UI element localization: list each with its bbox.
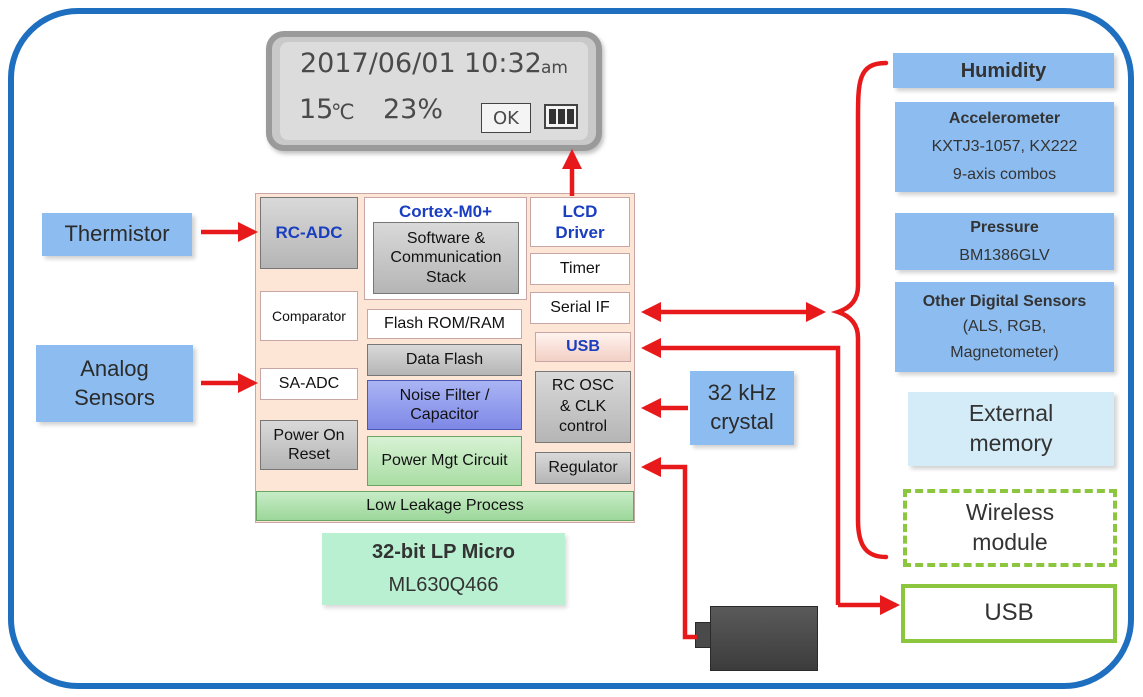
timer-block: Timer [530, 253, 630, 285]
other-sensors-line-2: Magnetometer) [950, 343, 1059, 361]
usb-port-box: USB [901, 584, 1117, 643]
lcd-temp: 15 [299, 94, 334, 125]
noise-filter-block: Noise Filter / Capacitor [367, 380, 522, 430]
flash-rom-ram-block: Flash ROM/RAM [367, 309, 522, 339]
software-stack-label-2: Communication [390, 249, 502, 267]
noise-filter-label-2: Capacitor [410, 406, 479, 423]
external-memory-label-2: memory [969, 430, 1053, 456]
data-flash-block: Data Flash [367, 344, 522, 376]
lcd-driver-label-1: LCD [562, 201, 598, 221]
software-stack-block: Software & Communication Stack [373, 222, 519, 294]
rc-osc-label-1: RC OSC [551, 376, 615, 394]
crystal-tag: 32 kHz crystal [690, 371, 794, 445]
software-stack-label-3: Stack [425, 268, 466, 286]
lcd-screen [280, 42, 588, 140]
software-stack-label-1: Software & [406, 230, 486, 248]
lcd-driver-label-2: Driver [555, 223, 605, 242]
usb-connector [640, 337, 841, 605]
low-leakage-block: Low Leakage Process [256, 491, 634, 521]
rc-osc-label-2: & CLK [559, 397, 607, 415]
power-arrow [640, 456, 697, 640]
rc-adc-block: RC-ADC [260, 197, 358, 269]
accelerometer-parts: KXTJ3-1057, KX222 [931, 138, 1078, 155]
power-on-reset-block: Power On Reset [260, 420, 358, 470]
external-memory-tag: External memory [908, 392, 1114, 466]
accelerometer-title: Accelerometer [948, 110, 1061, 127]
other-sensors-tag: Other Digital Sensors (ALS, RGB, Magneto… [895, 282, 1114, 372]
regulator-block: Regulator [535, 452, 631, 484]
wireless-module-label-1: Wireless [965, 499, 1055, 526]
pressure-title: Pressure [970, 218, 1039, 236]
usb-block: USB [535, 332, 631, 362]
micro-label-box [322, 533, 565, 605]
pressure-tag: Pressure BM1386GLV [895, 213, 1114, 270]
micro-part-number: ML630Q466 [388, 574, 499, 596]
lcd-ok-indicator: OK [481, 103, 531, 133]
analog-sensors-tag: Analog Sensors [36, 345, 193, 422]
power-mgt-block: Power Mgt Circuit [367, 436, 522, 486]
thermistor-tag: Thermistor [42, 213, 192, 256]
sensor-bracket [830, 60, 889, 560]
crystal-label-1: 32 kHz [707, 380, 777, 406]
power-supply-icon [710, 606, 818, 671]
power-on-reset-label-2: Reset [288, 446, 330, 463]
wireless-module-label-2: module [972, 529, 1048, 555]
lcd-date: 2017/06/01 [300, 48, 456, 79]
crystal-label-2: crystal [710, 409, 774, 434]
pressure-part: BM1386GLV [959, 246, 1050, 264]
lcd-temp-unit: ℃ [331, 100, 355, 124]
accelerometer-tag: Accelerometer KXTJ3-1057, KX222 9-axis c… [895, 102, 1114, 192]
humidity-tag: Humidity [893, 53, 1114, 88]
lcd-ampm: am [541, 58, 568, 78]
lcd-driver-block: LCD Driver [530, 197, 630, 247]
analog-sensors-label-2: Sensors [74, 384, 155, 410]
rc-osc-label-3: control [558, 418, 608, 436]
accelerometer-combo: 9-axis combos [952, 166, 1057, 183]
lcd-time: 10:32 [464, 48, 542, 79]
wireless-module-box: Wireless module [903, 489, 1117, 567]
other-sensors-title: Other Digital Sensors [922, 292, 1087, 310]
thermistor-label: Thermistor [64, 221, 170, 247]
rc-osc-block: RC OSC & CLK control [535, 371, 631, 443]
external-memory-label-1: External [968, 400, 1054, 427]
analog-sensors-label-1: Analog [80, 355, 149, 381]
sa-adc-block: SA-ADC [260, 368, 358, 400]
noise-filter-label-1: Noise Filter / [399, 386, 490, 404]
other-sensors-line-1: (ALS, RGB, [962, 318, 1047, 336]
cortex-m0-title: Cortex-M0+ [398, 201, 493, 221]
serial-if-block: Serial IF [530, 292, 630, 324]
lcd-humidity: 23% [383, 94, 444, 125]
power-on-reset-label-1: Power On [273, 426, 345, 444]
micro-title: 32-bit LP Micro [372, 541, 515, 563]
battery-icon [544, 104, 578, 129]
comparator-block: Comparator [260, 291, 358, 341]
